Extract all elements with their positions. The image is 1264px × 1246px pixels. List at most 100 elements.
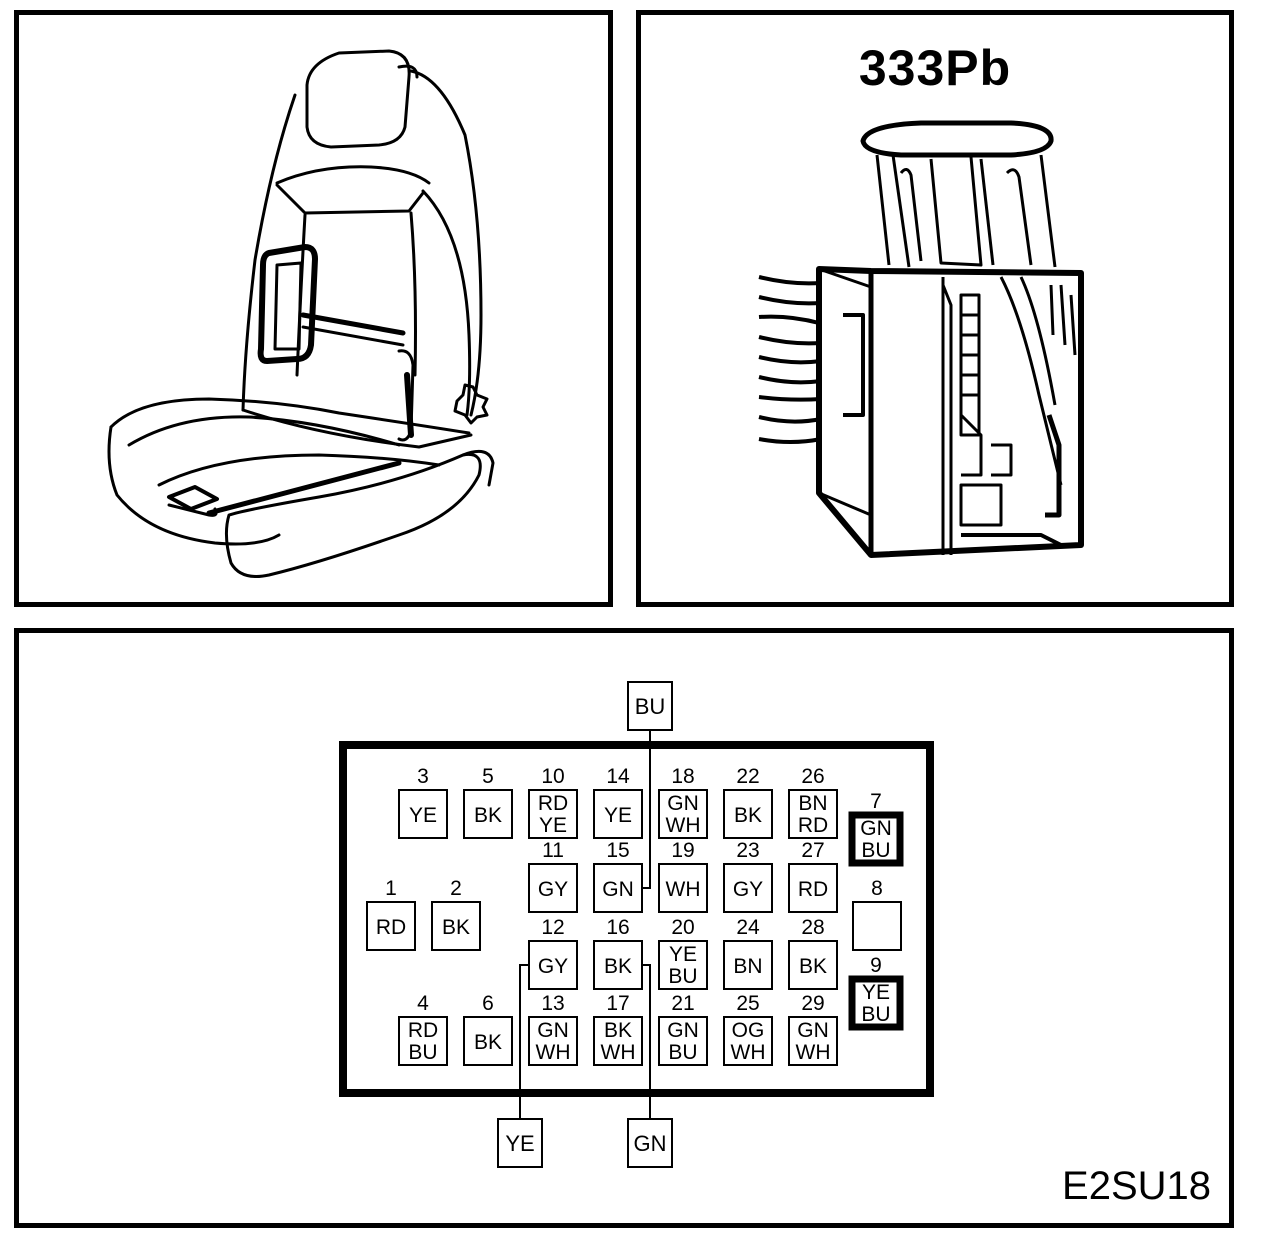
pin-box [593,789,643,839]
pin-wire-color: BU [861,1003,890,1026]
wire-color-box [627,681,673,731]
pin-wire-color: GN [797,1019,829,1042]
pin-6: 6BK [463,992,513,1066]
wire-color-label: YE [505,1131,534,1156]
pin-wire-color: RD [798,878,828,901]
pin-number: 21 [671,992,694,1015]
wire-color-box [627,1118,673,1168]
pin-wire-color: GN [667,792,699,815]
pin-wire-color: YE [669,943,697,966]
pin-wire-color: YE [862,981,890,1004]
pin-number: 18 [671,765,694,788]
pin-number: 19 [671,839,694,862]
pin-box [658,863,708,913]
pin-wire-color: WH [601,1041,636,1064]
pin-box [788,863,838,913]
pin-number: 27 [801,839,824,862]
pin-wire-color: WH [666,878,701,901]
pin-number: 26 [801,765,824,788]
wire-color-label: GN [634,1131,667,1156]
pin-box [723,789,773,839]
pin-wire-color: BK [474,804,502,827]
figure-code: E2SU18 [1062,1164,1211,1208]
pin-wire-color: GN [537,1019,569,1042]
seat-illustration-panel [14,10,613,607]
pin-wire-color: GN [667,1019,699,1042]
pin-number: 1 [385,877,397,900]
pin-number: 24 [736,916,760,939]
pin-box [658,940,708,990]
pin-wire-color: YE [409,804,437,827]
pin-5: 5BK [463,765,513,839]
pin-box [658,789,708,839]
pin-wire-color: BK [442,916,470,939]
pin-number: 17 [606,992,629,1015]
pin-number: 6 [482,992,494,1015]
pin-8: 8 [852,877,902,951]
pin-number: 23 [736,839,759,862]
pin-wire-color: BK [474,1031,502,1054]
pin-wire-color: BK [734,804,762,827]
pin-wire-color: BU [668,965,697,988]
pin-box [723,1016,773,1066]
pin-wire-color: GN [602,878,634,901]
pin-wire-color: BK [604,1019,632,1042]
pin-number: 28 [801,916,824,939]
pin-number: 2 [450,877,462,900]
pin-number: 9 [870,954,882,977]
pin-2: 2BK [431,877,481,951]
pin-number: 3 [417,765,429,788]
pin-wire-color: GN [860,817,892,840]
pin-box [852,901,902,951]
pin-wire-color: GY [538,878,568,901]
pin-box [788,1016,838,1066]
pin-number: 7 [870,790,882,813]
seat-illustration [107,49,495,578]
connector-face-outline [339,741,934,1097]
pin-wire-color: BK [799,955,827,978]
pin-number: 16 [606,916,629,939]
pin-number: 5 [482,765,494,788]
pin-3: 3YE [398,765,448,839]
pin-box [723,863,773,913]
pin-box [788,789,838,839]
connector-illustration-panel: 333Pb [636,10,1234,607]
wire-lead [642,730,651,889]
pin-number: 12 [541,916,564,939]
pin-number: 13 [541,992,564,1015]
pin-box [723,940,773,990]
pin-wire-color: WH [796,1041,831,1064]
pin-box [788,940,838,990]
pin-wire-color: BK [604,955,632,978]
pin-number: 8 [871,877,883,900]
pin-number: 22 [736,765,759,788]
pin-wire-color: WH [731,1041,766,1064]
wire-lead [519,964,529,1119]
pin-box [848,811,904,867]
pin-wire-color: BN [798,792,827,815]
pin-number: 15 [606,839,629,862]
pin-box [528,789,578,839]
pin-wire-color: YE [539,814,567,837]
pin-wire-color: RD [798,814,828,837]
pin-wire-color: BN [733,955,762,978]
pin-box [398,1016,448,1066]
pin-number: 11 [542,839,564,862]
pin-wire-color: BU [668,1041,697,1064]
external-wire-BU: BU [627,681,673,889]
pin-box [398,789,448,839]
